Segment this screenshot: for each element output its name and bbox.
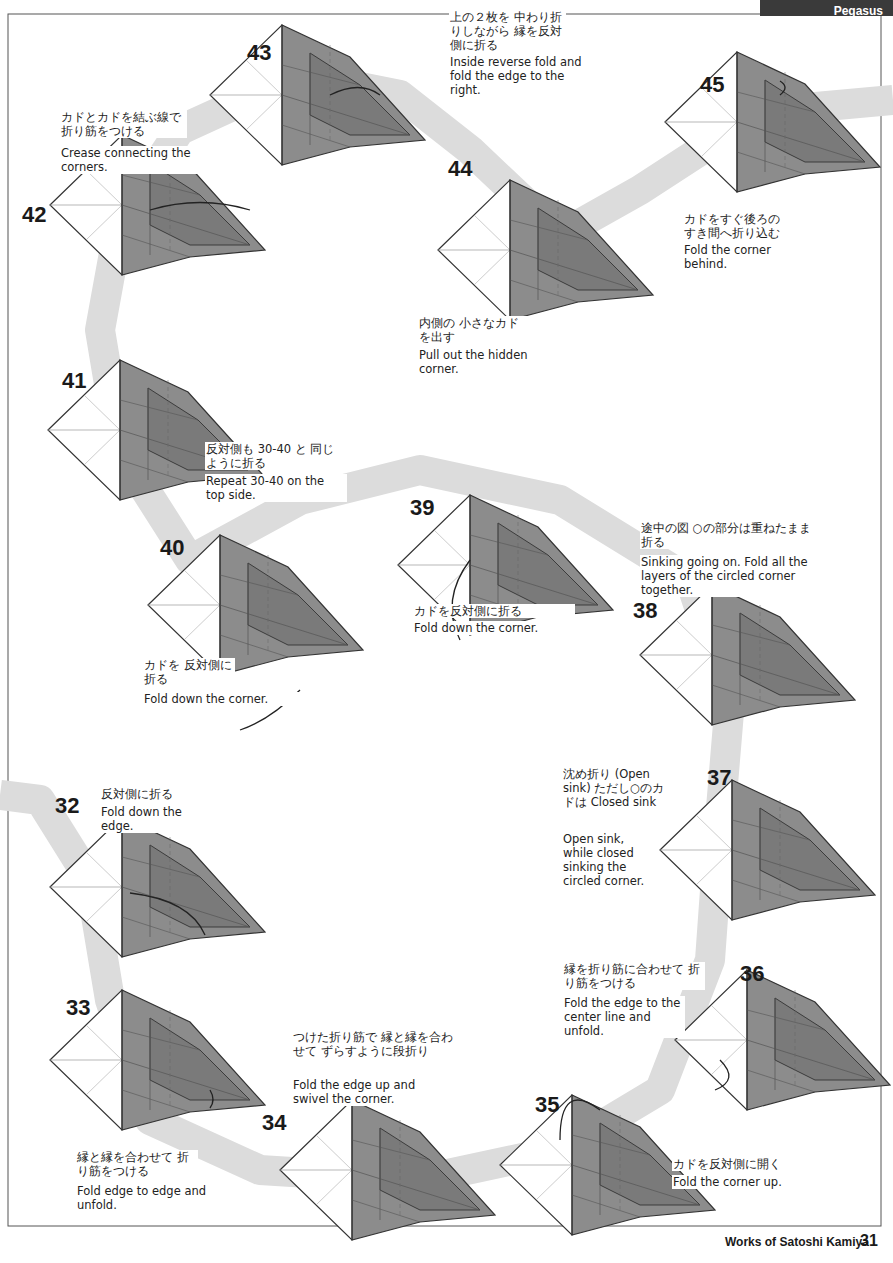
step-number: 40 <box>160 537 184 559</box>
instruction-text: カドを反対側に開く <box>672 1157 824 1171</box>
instruction-text: 内側の 小さなカドを出す <box>418 316 530 344</box>
instruction-text: Fold the corner behind. <box>683 243 800 271</box>
step-number: 35 <box>535 1094 559 1116</box>
step-number: 36 <box>740 963 764 985</box>
instruction-text: 沈め折り (Open sink) ただし○のカドは Closed sink <box>562 767 666 809</box>
footer-text: Works of Satoshi Kamiya <box>725 1236 869 1248</box>
instruction-text: カドを 反対側に折る <box>143 658 235 686</box>
step-number: 44 <box>448 158 472 180</box>
instruction-text: 途中の図 ○の部分は重ねたまま折る <box>640 521 812 549</box>
step-number: 34 <box>262 1112 286 1134</box>
instruction-text: Sinking going on. Fold all the layers of… <box>640 555 842 597</box>
instruction-text: つけた折り筋で 縁と縁を合わせて ずらすように段折り <box>292 1030 454 1058</box>
instruction-text: Fold the corner up. <box>672 1175 824 1189</box>
step-number: 37 <box>707 767 731 789</box>
step-number: 41 <box>62 370 86 392</box>
instruction-text: 反対側も 30-40 と 同じように折る <box>205 442 337 470</box>
instruction-text: Inside reverse fold and fold the edge to… <box>449 55 591 97</box>
step-number: 33 <box>66 997 90 1019</box>
instruction-text: Fold down the edge. <box>100 805 212 833</box>
instruction-text: Fold down the corner. <box>413 621 575 635</box>
step-number: 38 <box>633 600 657 622</box>
instruction-text: 縁を折り筋に合わせて 折り筋をつける <box>563 962 705 990</box>
step-number: 42 <box>22 204 46 226</box>
instruction-text: Fold edge to edge and unfold. <box>76 1184 213 1212</box>
step-number: 32 <box>55 795 79 817</box>
instruction-text: Open sink, while closed sinking the circ… <box>562 832 654 888</box>
instruction-text: カドを反対側に折る <box>413 604 575 618</box>
instruction-text: Crease connecting the corners. <box>60 146 212 174</box>
instruction-text: Fold down the corner. <box>143 692 315 706</box>
instruction-text: カドとカドを結ぶ線で 折り筋をつける <box>60 110 187 138</box>
step-number: 39 <box>410 497 434 519</box>
instruction-text: Pull out the hidden corner. <box>418 348 545 376</box>
instruction-text: Fold the edge up and swivel the corner. <box>292 1078 444 1106</box>
instruction-text: カドをすぐ後ろの すき間へ折り込む <box>683 212 795 240</box>
instruction-text: Repeat 30-40 on the top side. <box>205 474 347 502</box>
step-number: 45 <box>700 74 724 96</box>
instruction-text: 縁と縁を合わせて 折り筋をつける <box>76 1150 198 1178</box>
step-number: 43 <box>247 42 271 64</box>
instruction-text: Fold the edge to the center line and unf… <box>563 996 685 1038</box>
footer-text: 31 <box>860 1233 878 1249</box>
page-title: Pegasus <box>834 4 893 18</box>
instruction-text: 上の２枚を 中わり折りしながら 縁を反対側に折る <box>449 10 566 52</box>
instruction-text: 反対側に折る <box>100 787 222 801</box>
title-bar: Pegasus <box>760 0 893 16</box>
